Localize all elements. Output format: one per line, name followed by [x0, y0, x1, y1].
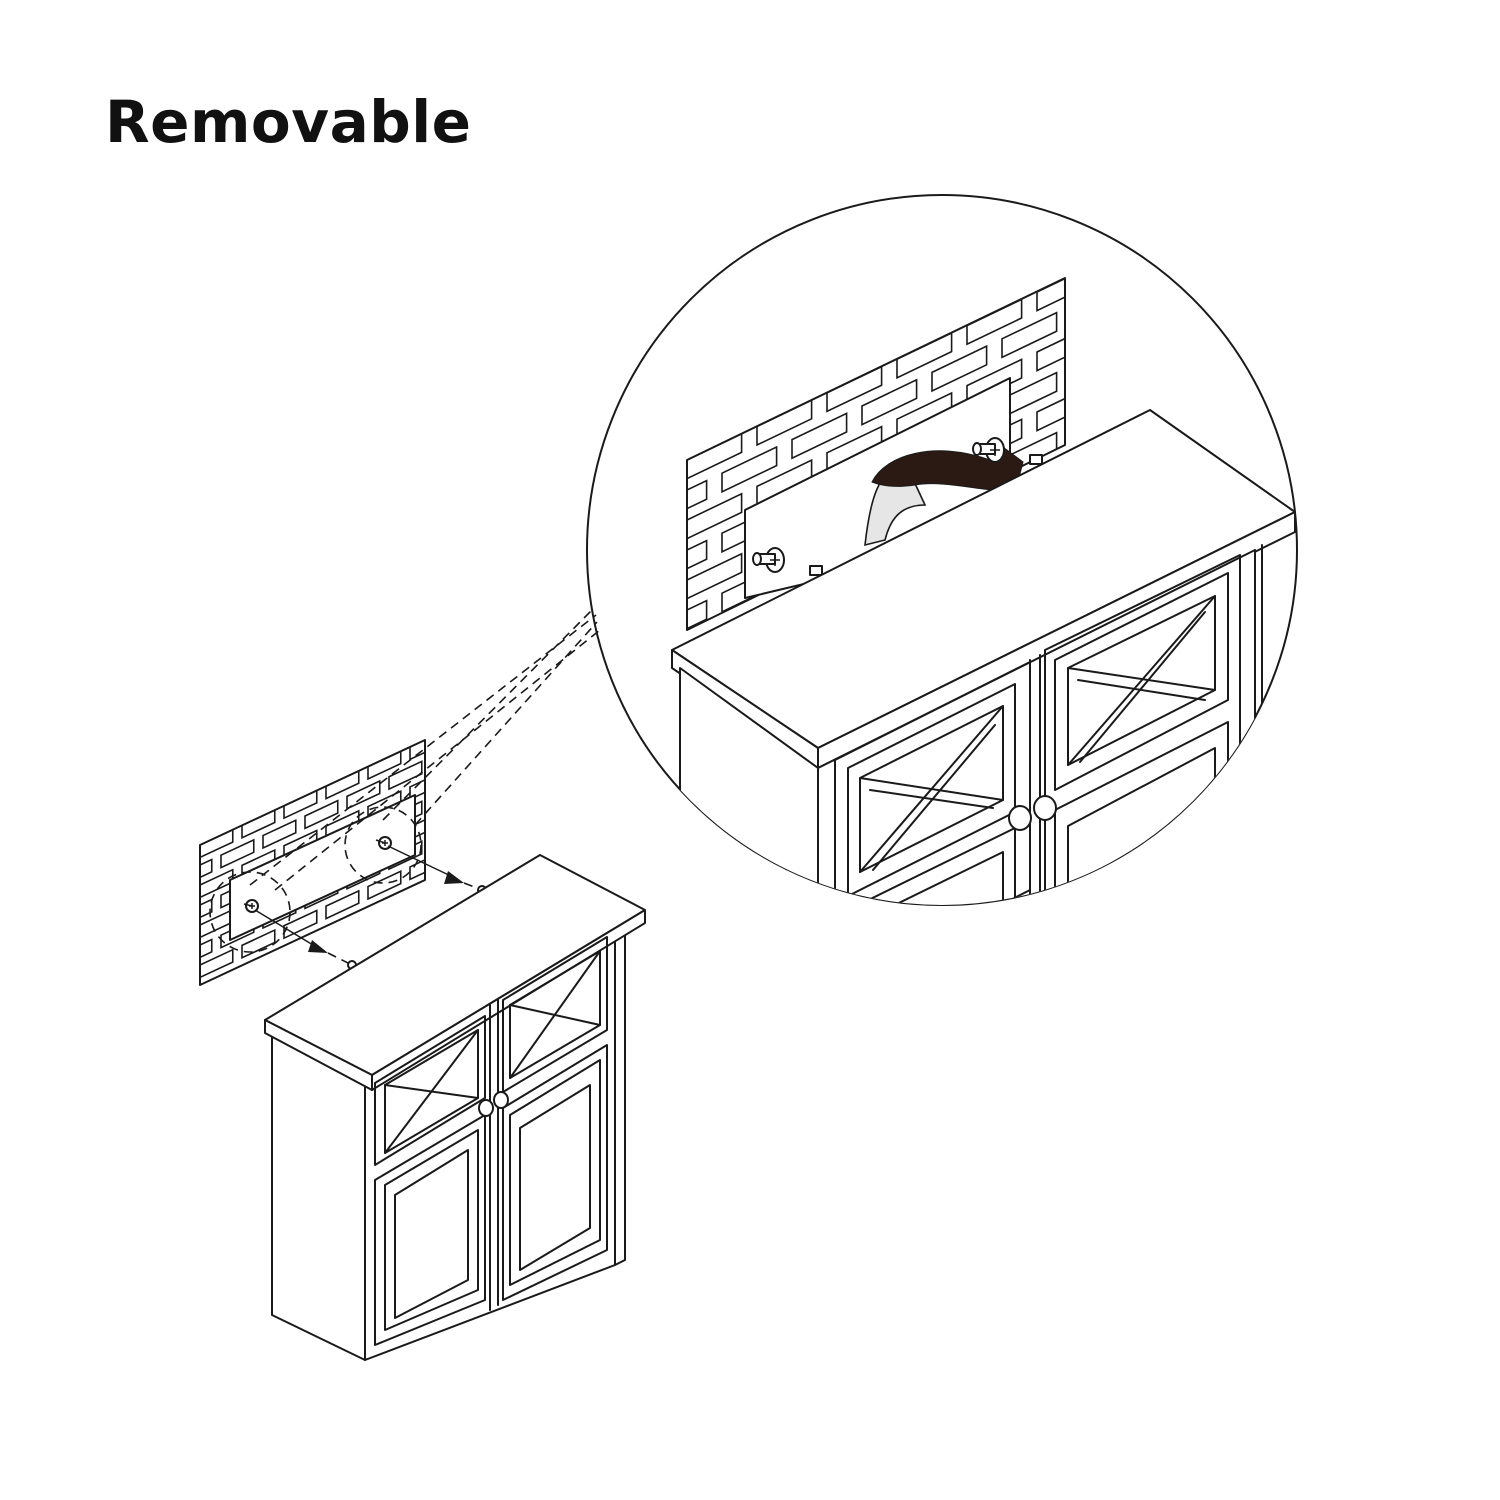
brick — [452, 792, 485, 820]
brick — [409, 850, 425, 881]
brick — [1036, 324, 1065, 372]
brick — [325, 889, 360, 920]
brick — [1036, 278, 1065, 312]
brick — [1107, 232, 1162, 277]
brick — [617, 587, 672, 632]
brick — [262, 819, 297, 850]
brick — [409, 770, 425, 801]
brick — [1001, 311, 1058, 359]
brick — [200, 978, 213, 985]
mounting-panel-small — [229, 794, 416, 941]
brick — [617, 647, 672, 692]
zoom-detail — [617, 232, 1296, 905]
brick — [452, 832, 485, 860]
brick — [158, 969, 191, 997]
page-title: Removable — [105, 88, 472, 156]
brick — [158, 889, 191, 917]
brick — [431, 822, 464, 850]
detail-circle — [344, 806, 422, 884]
brick — [241, 928, 276, 960]
brick — [200, 908, 234, 939]
brick — [687, 479, 708, 527]
brick — [617, 707, 672, 752]
brick — [200, 858, 213, 889]
brick — [1072, 279, 1127, 324]
brick — [388, 760, 423, 791]
screw-icon — [243, 899, 259, 913]
brick — [1072, 339, 1127, 384]
brick — [200, 868, 234, 899]
brick — [687, 539, 708, 587]
brick — [931, 344, 988, 393]
brick — [1107, 292, 1162, 337]
brick — [617, 467, 672, 512]
brick — [200, 948, 234, 979]
screw-icon — [752, 547, 785, 573]
brick — [409, 740, 425, 761]
brick — [861, 378, 918, 426]
brick — [220, 838, 255, 869]
brick — [1107, 352, 1162, 397]
brick — [346, 779, 381, 811]
brick — [721, 445, 778, 494]
brick — [431, 782, 464, 810]
screw-icon — [972, 437, 1005, 463]
brick — [687, 492, 743, 540]
brick — [687, 599, 708, 630]
brick — [966, 358, 1023, 406]
brick — [158, 849, 191, 877]
brick — [283, 909, 318, 940]
small-cabinet — [264, 854, 646, 1361]
brick — [200, 938, 213, 969]
brick — [200, 898, 213, 929]
small-brick-wall — [158, 739, 485, 997]
brick — [1036, 384, 1065, 432]
down-arrow-icon — [387, 845, 464, 884]
detail-circle — [209, 871, 291, 953]
brick — [791, 412, 848, 460]
brick — [367, 869, 402, 901]
brick — [158, 929, 191, 957]
brick — [617, 527, 672, 572]
down-arrow-icon — [254, 909, 328, 953]
screw-icon — [375, 836, 392, 850]
brick — [687, 552, 743, 600]
brick — [304, 799, 339, 830]
